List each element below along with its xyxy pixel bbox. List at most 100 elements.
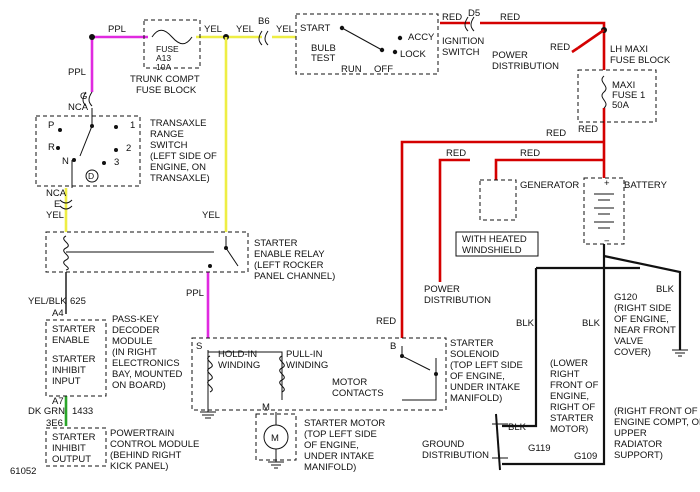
splice-dot xyxy=(89,34,95,40)
svg-text:N: N xyxy=(62,156,69,167)
svg-text:SOLENOID: SOLENOID xyxy=(450,349,499,360)
wire-label: RED xyxy=(546,128,566,139)
connector-nca: NCA xyxy=(46,188,67,199)
wire-label: RED xyxy=(446,148,466,159)
svg-text:+: + xyxy=(604,178,610,189)
power-distribution-2: POWER DISTRIBUTION xyxy=(424,284,491,306)
blk-wire-g109 xyxy=(502,268,606,466)
svg-text:SWITCH: SWITCH xyxy=(442,47,480,58)
connector-a7: A7 xyxy=(52,396,64,407)
svg-text:FUSE 1: FUSE 1 xyxy=(612,90,645,101)
wire-label: YEL xyxy=(276,24,294,35)
figure-id: 61052 xyxy=(10,466,36,477)
svg-text:LH MAXI: LH MAXI xyxy=(610,44,648,55)
svg-text:RUN: RUN xyxy=(341,64,362,75)
svg-text:R: R xyxy=(48,142,55,153)
svg-text:ENGINE,: ENGINE, xyxy=(550,391,589,402)
svg-text:COVER): COVER) xyxy=(614,347,651,358)
connector-b6: B6 xyxy=(258,16,270,27)
svg-text:B: B xyxy=(390,341,396,352)
lower-right-location-note: (LOWER RIGHT FRONT OF ENGINE, RIGHT OF S… xyxy=(550,358,599,435)
svg-text:SUPPORT): SUPPORT) xyxy=(614,450,663,461)
connector-d5: D5 xyxy=(468,8,480,19)
svg-text:RANGE: RANGE xyxy=(150,129,184,140)
connector-e: E xyxy=(54,199,60,210)
svg-text:RIGHT: RIGHT xyxy=(550,369,580,380)
wire-label: RED xyxy=(520,148,540,159)
svg-text:LOCK: LOCK xyxy=(400,49,427,60)
svg-text:BULB: BULB xyxy=(311,43,336,54)
svg-text:ELECTRONICS: ELECTRONICS xyxy=(112,358,180,369)
heated-windshield-note: WITH HEATED WINDSHIELD xyxy=(455,231,539,257)
svg-text:A13: A13 xyxy=(156,53,171,63)
wire-label: PPL xyxy=(68,67,86,78)
svg-text:KICK PANEL): KICK PANEL) xyxy=(110,461,168,472)
svg-text:GROUND: GROUND xyxy=(422,439,464,450)
starter-solenoid: S B M HOLD-IN WINDING PULL-IN WINDING MO… xyxy=(191,337,523,419)
wire-label: YEL xyxy=(202,210,220,221)
svg-text:STARTER: STARTER xyxy=(52,354,96,365)
svg-text:WINDING: WINDING xyxy=(286,360,328,371)
red-wire-generator xyxy=(494,158,604,180)
svg-text:WINDING: WINDING xyxy=(218,360,260,371)
svg-text:INPUT: INPUT xyxy=(52,376,81,387)
svg-text:G109: G109 xyxy=(574,451,597,462)
blk-wire-g119 xyxy=(502,268,538,428)
wire-label: YEL xyxy=(204,24,222,35)
svg-text:PANEL CHANNEL): PANEL CHANNEL) xyxy=(254,271,335,282)
svg-text:(BEHIND RIGHT: (BEHIND RIGHT xyxy=(110,450,181,461)
trunk-fuse-block: FUSE A13 10A TRUNK COMPT FUSE BLOCK xyxy=(130,19,201,96)
svg-text:GENERATOR: GENERATOR xyxy=(520,180,579,191)
starter-enable-relay: STARTER ENABLE RELAY (LEFT ROCKER PANEL … xyxy=(45,231,335,282)
connector-3e6: 3E6 xyxy=(46,418,63,429)
generator: GENERATOR xyxy=(479,179,579,221)
svg-text:POWER: POWER xyxy=(492,50,528,61)
svg-text:OF ENGINE,: OF ENGINE, xyxy=(450,371,505,382)
connector-a4: A4 xyxy=(52,308,64,319)
power-distribution-1: POWER DISTRIBUTION xyxy=(492,46,579,72)
svg-text:NEAR FRONT: NEAR FRONT xyxy=(614,325,676,336)
svg-text:STARTER MOTOR: STARTER MOTOR xyxy=(304,418,385,429)
svg-text:DISTRIBUTION: DISTRIBUTION xyxy=(422,450,489,461)
svg-text:MANIFOLD): MANIFOLD) xyxy=(450,393,502,404)
svg-text:(LOWER: (LOWER xyxy=(550,358,588,369)
wire-label: DK GRN xyxy=(28,406,65,417)
maxi-fuse-block: LH MAXI FUSE BLOCK MAXI FUSE 1 50A xyxy=(577,44,671,123)
svg-text:DECODER: DECODER xyxy=(112,325,160,336)
svg-text:STARTER: STARTER xyxy=(254,238,298,249)
svg-text:UNDER INTAKE: UNDER INTAKE xyxy=(450,382,520,393)
svg-text:PASS-KEY: PASS-KEY xyxy=(112,314,159,325)
svg-text:10A: 10A xyxy=(156,62,171,72)
wire-label: PPL xyxy=(186,288,204,299)
svg-text:MANIFOLD): MANIFOLD) xyxy=(304,462,356,473)
passkey-module: STARTER ENABLE STARTER INHIBIT INPUT PAS… xyxy=(45,314,183,397)
svg-text:SWITCH: SWITCH xyxy=(150,140,188,151)
svg-text:FUSE: FUSE xyxy=(156,44,179,54)
svg-text:CONTROL MODULE: CONTROL MODULE xyxy=(110,439,199,450)
svg-text:TRANSAXLE: TRANSAXLE xyxy=(150,118,207,129)
svg-text:ON BOARD): ON BOARD) xyxy=(112,380,166,391)
svg-text:ENABLE: ENABLE xyxy=(52,335,90,346)
svg-text:UPPER: UPPER xyxy=(614,428,647,439)
svg-text:M: M xyxy=(262,402,270,413)
red-wire-to-maxi xyxy=(480,21,606,70)
wire-label: BLK xyxy=(508,422,527,433)
svg-text:PULL-IN: PULL-IN xyxy=(286,349,323,360)
svg-text:50A: 50A xyxy=(612,100,630,111)
svg-text:MOTOR: MOTOR xyxy=(332,377,367,388)
svg-text:DISTRIBUTION: DISTRIBUTION xyxy=(492,61,559,72)
g120-ground: G120 (RIGHT SIDE OF ENGINE, NEAR FRONT V… xyxy=(614,292,688,358)
svg-text:TRUNK COMPT: TRUNK COMPT xyxy=(130,74,200,85)
ignition-switch: START BULB TEST RUN OFF LOCK ACCY IGNITI… xyxy=(295,13,484,75)
svg-text:UNDER INTAKE: UNDER INTAKE xyxy=(304,451,374,462)
svg-text:ENGINE, ON: ENGINE, ON xyxy=(150,162,206,173)
connector-625: 625 xyxy=(70,296,86,307)
red-wire-solenoid xyxy=(400,140,604,338)
svg-text:G119: G119 xyxy=(528,443,551,454)
svg-text:(RIGHT SIDE: (RIGHT SIDE xyxy=(614,303,671,314)
wire-label: PPL xyxy=(108,24,126,35)
svg-text:VALVE: VALVE xyxy=(614,336,643,347)
svg-text:POWERTRAIN: POWERTRAIN xyxy=(110,428,174,439)
svg-text:RIGHT OF: RIGHT OF xyxy=(550,402,595,413)
